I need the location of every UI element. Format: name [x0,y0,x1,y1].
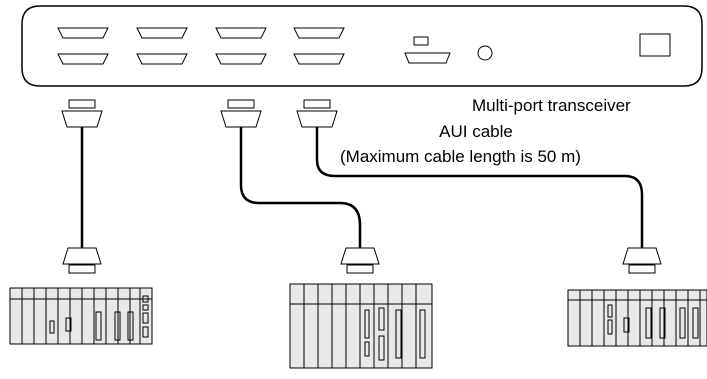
power-switch-icon [639,33,671,57]
transceiver-side-connector-3 [296,99,338,128]
plc-rack-right [567,289,707,347]
aui-port-group [57,27,345,65]
aui-port-r1-c4 [293,27,345,39]
aui-port-r2-c1 [57,53,109,65]
caption-line-1: Multi-port transceiver [472,96,631,115]
aui-cable-middle [239,127,362,248]
aui-port-r1-c3 [215,27,267,39]
aux-connector-icon [404,52,451,64]
aui-port-r2-c2 [136,53,188,65]
plc-rack-left [9,287,153,345]
plc-side-connector-middle [340,247,380,274]
round-jack-icon [477,45,493,61]
status-led-icon [413,36,429,46]
plc-rack-middle [289,283,433,369]
plc-side-connector-right [622,247,662,274]
aui-port-r1-c1 [57,27,109,39]
aui-cable-right [315,127,644,248]
plc-side-connector-left [62,247,102,274]
transceiver-side-connector-1 [61,99,103,128]
aui-port-r2-c3 [215,53,267,65]
caption-line-2: AUI cable [439,122,513,141]
aui-port-r1-c2 [136,27,188,39]
transceiver-housing [21,5,703,87]
multi-port-transceiver [21,5,703,87]
aui-port-r2-c4 [293,53,345,65]
transceiver-side-connector-2 [220,99,262,128]
caption-line-3: (Maximum cable length is 50 m) [340,147,581,166]
